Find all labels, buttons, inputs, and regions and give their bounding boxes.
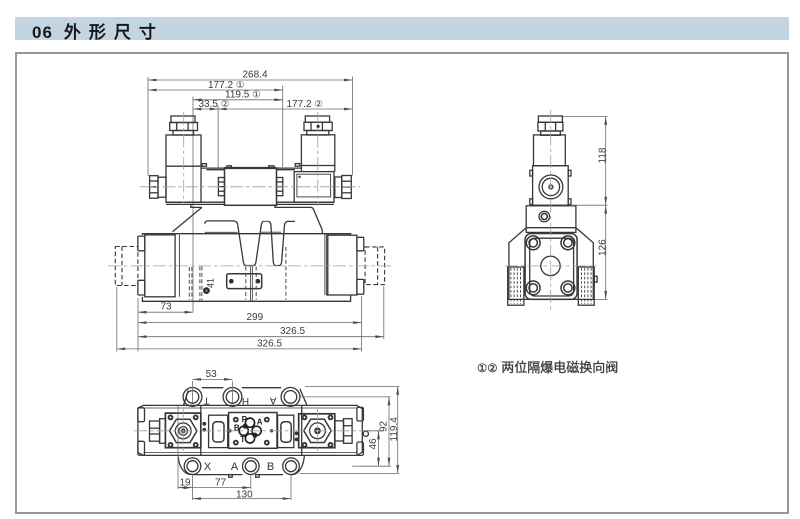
svg-text:119.4: 119.4 xyxy=(389,417,400,442)
svg-text:73: 73 xyxy=(161,302,173,313)
svg-text:177.2 ①: 177.2 ① xyxy=(208,80,245,91)
svg-text:T: T xyxy=(240,435,245,444)
svg-text:A: A xyxy=(231,461,239,473)
svg-text:19: 19 xyxy=(180,478,192,489)
svg-text:H: H xyxy=(242,397,249,408)
svg-text:B: B xyxy=(234,423,240,432)
svg-text:299: 299 xyxy=(247,312,264,323)
svg-text:T: T xyxy=(203,395,209,406)
svg-text:①② 两位隔爆电磁换向阀: ①② 两位隔爆电磁换向阀 xyxy=(477,360,618,375)
svg-text:53: 53 xyxy=(206,369,218,380)
svg-text:92: 92 xyxy=(379,420,390,432)
svg-text:126: 126 xyxy=(597,239,608,256)
svg-text:P: P xyxy=(242,415,248,424)
svg-text:33.5 ②: 33.5 ② xyxy=(199,99,230,110)
svg-text:268.4: 268.4 xyxy=(243,70,268,81)
svg-text:A: A xyxy=(270,395,277,406)
svg-text:46: 46 xyxy=(368,438,379,450)
svg-text:B: B xyxy=(267,461,274,473)
svg-text:119.5 ①: 119.5 ① xyxy=(225,90,261,101)
svg-text:41: 41 xyxy=(206,278,216,288)
svg-text:177.2 ②: 177.2 ② xyxy=(287,99,324,110)
svg-text:77: 77 xyxy=(215,478,227,489)
svg-text:A: A xyxy=(257,417,263,426)
svg-text:X: X xyxy=(204,461,212,473)
svg-text:326.5: 326.5 xyxy=(280,326,305,337)
svg-text:326.5: 326.5 xyxy=(257,339,282,350)
svg-text:130: 130 xyxy=(236,489,253,500)
svg-text:118: 118 xyxy=(597,147,608,163)
